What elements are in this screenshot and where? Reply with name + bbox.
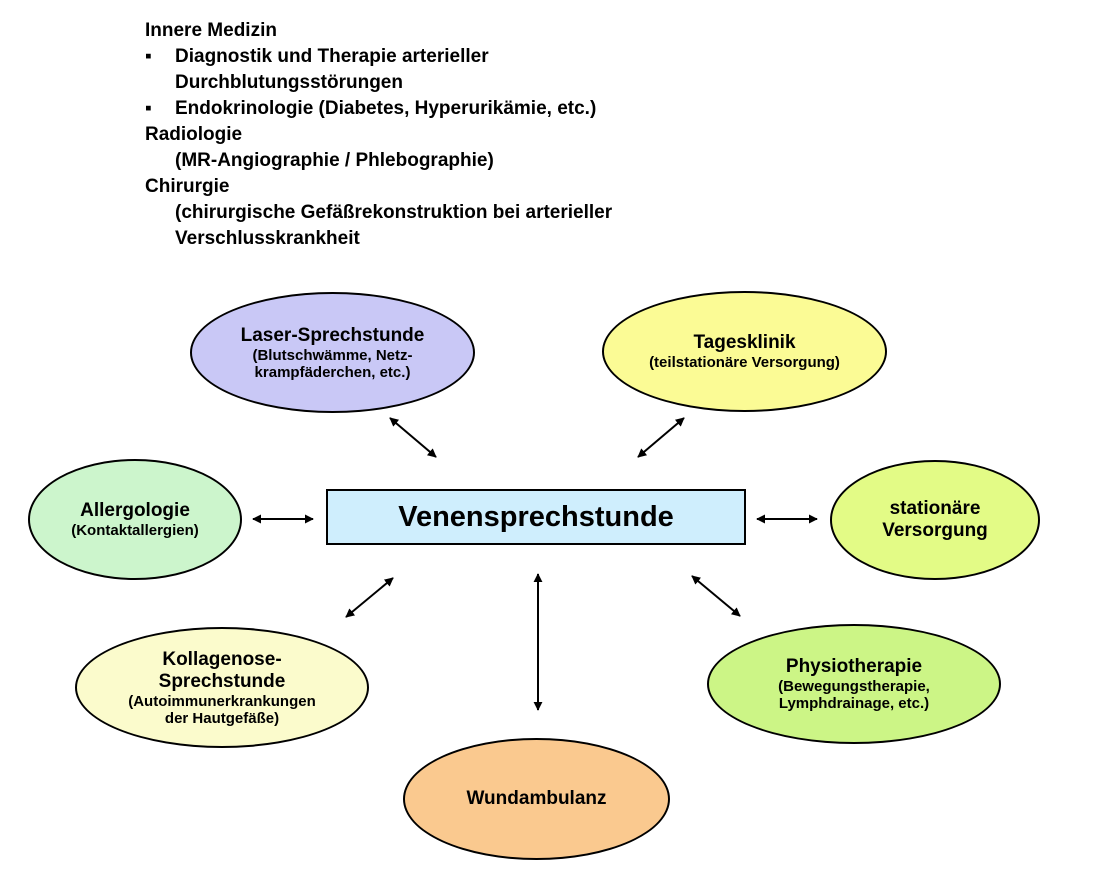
laser-sprechstunde-node: Laser-Sprechstunde (Blutschwämme, Netz- … — [190, 292, 475, 413]
node-title: Versorgung — [882, 520, 988, 541]
tagesklinik-node: Tagesklinik (teilstationäre Versorgung) — [602, 291, 887, 412]
arrow-laser — [389, 417, 437, 458]
node-title: Sprechstunde — [158, 670, 286, 692]
bullet-item-endokrinologie: ▪ Endokrinologie (Diabetes, Hyperurikämi… — [145, 96, 612, 122]
node-subtitle: (teilstationäre Versorgung) — [649, 354, 840, 371]
stationaere-versorgung-node: stationäre Versorgung — [830, 460, 1040, 580]
node-subtitle: (Kontaktallergien) — [71, 522, 199, 539]
innere-medizin-heading: Innere Medizin — [145, 20, 277, 41]
kollagenose-sprechstunde-node: Kollagenose- Sprechstunde (Autoimmunerkr… — [75, 627, 369, 748]
specialties-list: Innere Medizin ▪ Diagnostik und Therapie… — [145, 18, 612, 252]
bullet-icon: ▪ — [145, 46, 152, 67]
node-subtitle: (Autoimmunerkrankungen — [128, 692, 316, 710]
node-title: Laser-Sprechstunde — [240, 324, 425, 346]
node-subtitle: (Bewegungstherapie, — [778, 678, 930, 695]
node-title: Kollagenose- — [162, 648, 282, 670]
node-title: Allergologie — [80, 500, 190, 521]
arrow-physiotherapie — [691, 575, 741, 617]
node-subtitle: Lymphdrainage, etc.) — [778, 695, 930, 712]
node-subtitle: krampfäderchen, etc.) — [254, 363, 411, 381]
chirurgie-detail-line2: Verschlusskrankheit — [175, 228, 360, 249]
allergologie-node: Allergologie (Kontaktallergien) — [28, 459, 242, 580]
node-title: Wundambulanz — [466, 788, 607, 809]
node-title: stationäre — [889, 498, 981, 519]
node-subtitle: der Hautgefäße) — [164, 709, 280, 727]
chirurgie-detail-line1: (chirurgische Gefäßrekonstruktion bei ar… — [175, 202, 613, 223]
bullet-icon: ▪ — [145, 98, 152, 119]
physiotherapie-node: Physiotherapie (Bewegungstherapie, Lymph… — [707, 624, 1001, 744]
radiologie-heading: Radiologie — [145, 124, 243, 145]
node-title: Tagesklinik — [693, 332, 796, 353]
bullet-item-diagnostik: ▪ Diagnostik und Therapie arterieller — [145, 44, 612, 70]
venensprechstunde-box: Venensprechstunde — [326, 489, 746, 545]
node-subtitle: (Blutschwämme, Netz- — [252, 346, 413, 364]
bullet-text: Diagnostik und Therapie arterieller — [175, 46, 489, 67]
bullet-text: Endokrinologie (Diabetes, Hyperurikämie,… — [175, 98, 597, 119]
wundambulanz-node: Wundambulanz — [403, 738, 670, 860]
radiologie-detail: (MR-Angiographie / Phlebographie) — [175, 150, 494, 171]
bullet-text-continuation: Durchblutungsstörungen — [175, 72, 403, 93]
arrow-kollagenose — [345, 577, 394, 618]
chirurgie-heading: Chirurgie — [145, 176, 230, 197]
node-title: Physiotherapie — [785, 656, 923, 677]
arrow-tagesklinik — [637, 417, 685, 458]
